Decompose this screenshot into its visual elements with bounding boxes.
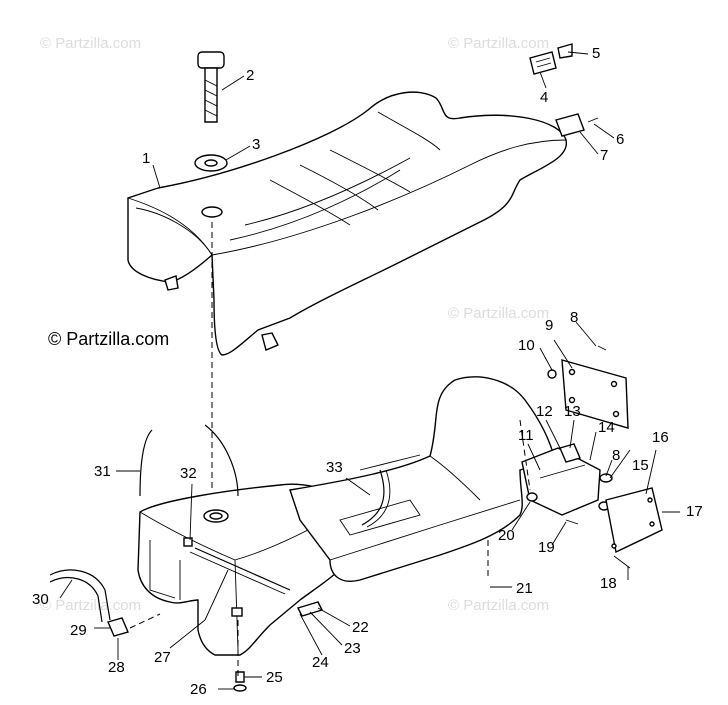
callout-5: 5 xyxy=(592,45,600,62)
base-frame-drawing xyxy=(289,376,556,582)
callout-12: 12 xyxy=(536,403,553,420)
tank-drawing xyxy=(137,483,351,656)
callout-8b: 8 xyxy=(612,447,620,464)
watermark-faint: © Partzilla.com xyxy=(40,35,141,52)
callout-20: 20 xyxy=(498,527,515,544)
callout-26: 26 xyxy=(190,681,207,698)
callout-27: 27 xyxy=(154,649,171,666)
watermark-main: © Partzilla.com xyxy=(48,329,169,349)
callout-labels: 1 2 3 4 5 6 7 8 9 10 11 12 13 14 8 15 16… xyxy=(32,45,703,698)
hoses-drawing xyxy=(49,424,247,692)
watermark-faint: © Partzilla.com xyxy=(448,305,549,322)
fuel-cap-drawing xyxy=(194,51,228,172)
seat-drawing xyxy=(127,91,567,356)
callout-25: 25 xyxy=(266,669,283,686)
rear-bracket-drawing xyxy=(521,345,663,569)
callout-13: 13 xyxy=(564,403,581,420)
callout-11: 11 xyxy=(518,427,534,444)
callout-17: 17 xyxy=(686,503,703,520)
watermark-faint: © Partzilla.com xyxy=(40,597,141,614)
callout-6: 6 xyxy=(616,131,624,148)
callout-3: 3 xyxy=(252,136,260,153)
callout-19: 19 xyxy=(538,539,555,556)
callout-22: 22 xyxy=(352,619,369,636)
callout-33: 33 xyxy=(326,459,343,476)
watermark-faint: © Partzilla.com xyxy=(448,35,549,52)
callout-4: 4 xyxy=(540,89,548,106)
callout-31: 31 xyxy=(94,463,111,480)
callout-24: 24 xyxy=(312,654,329,671)
callout-28: 28 xyxy=(108,659,125,676)
callout-21: 21 xyxy=(516,580,533,597)
callout-32: 32 xyxy=(180,465,197,482)
callout-8: 8 xyxy=(570,309,578,326)
callout-7: 7 xyxy=(600,147,608,164)
leader-lines xyxy=(59,51,680,690)
callout-14: 14 xyxy=(598,419,615,436)
callout-1: 1 xyxy=(142,150,150,167)
alignment-lines xyxy=(129,222,531,676)
callout-30: 30 xyxy=(32,591,49,608)
callout-16: 16 xyxy=(652,429,669,446)
callout-9: 9 xyxy=(545,317,553,334)
watermark-faint: © Partzilla.com xyxy=(448,597,549,614)
callout-15: 15 xyxy=(632,457,649,474)
callout-2: 2 xyxy=(246,67,254,84)
callout-18: 18 xyxy=(600,575,617,592)
faint-watermarks: © Partzilla.com © Partzilla.com © Partzi… xyxy=(40,35,549,614)
callout-23: 23 xyxy=(344,640,361,657)
callout-10: 10 xyxy=(518,337,535,354)
callout-29: 29 xyxy=(70,622,87,639)
small-brackets-drawing xyxy=(529,43,599,137)
